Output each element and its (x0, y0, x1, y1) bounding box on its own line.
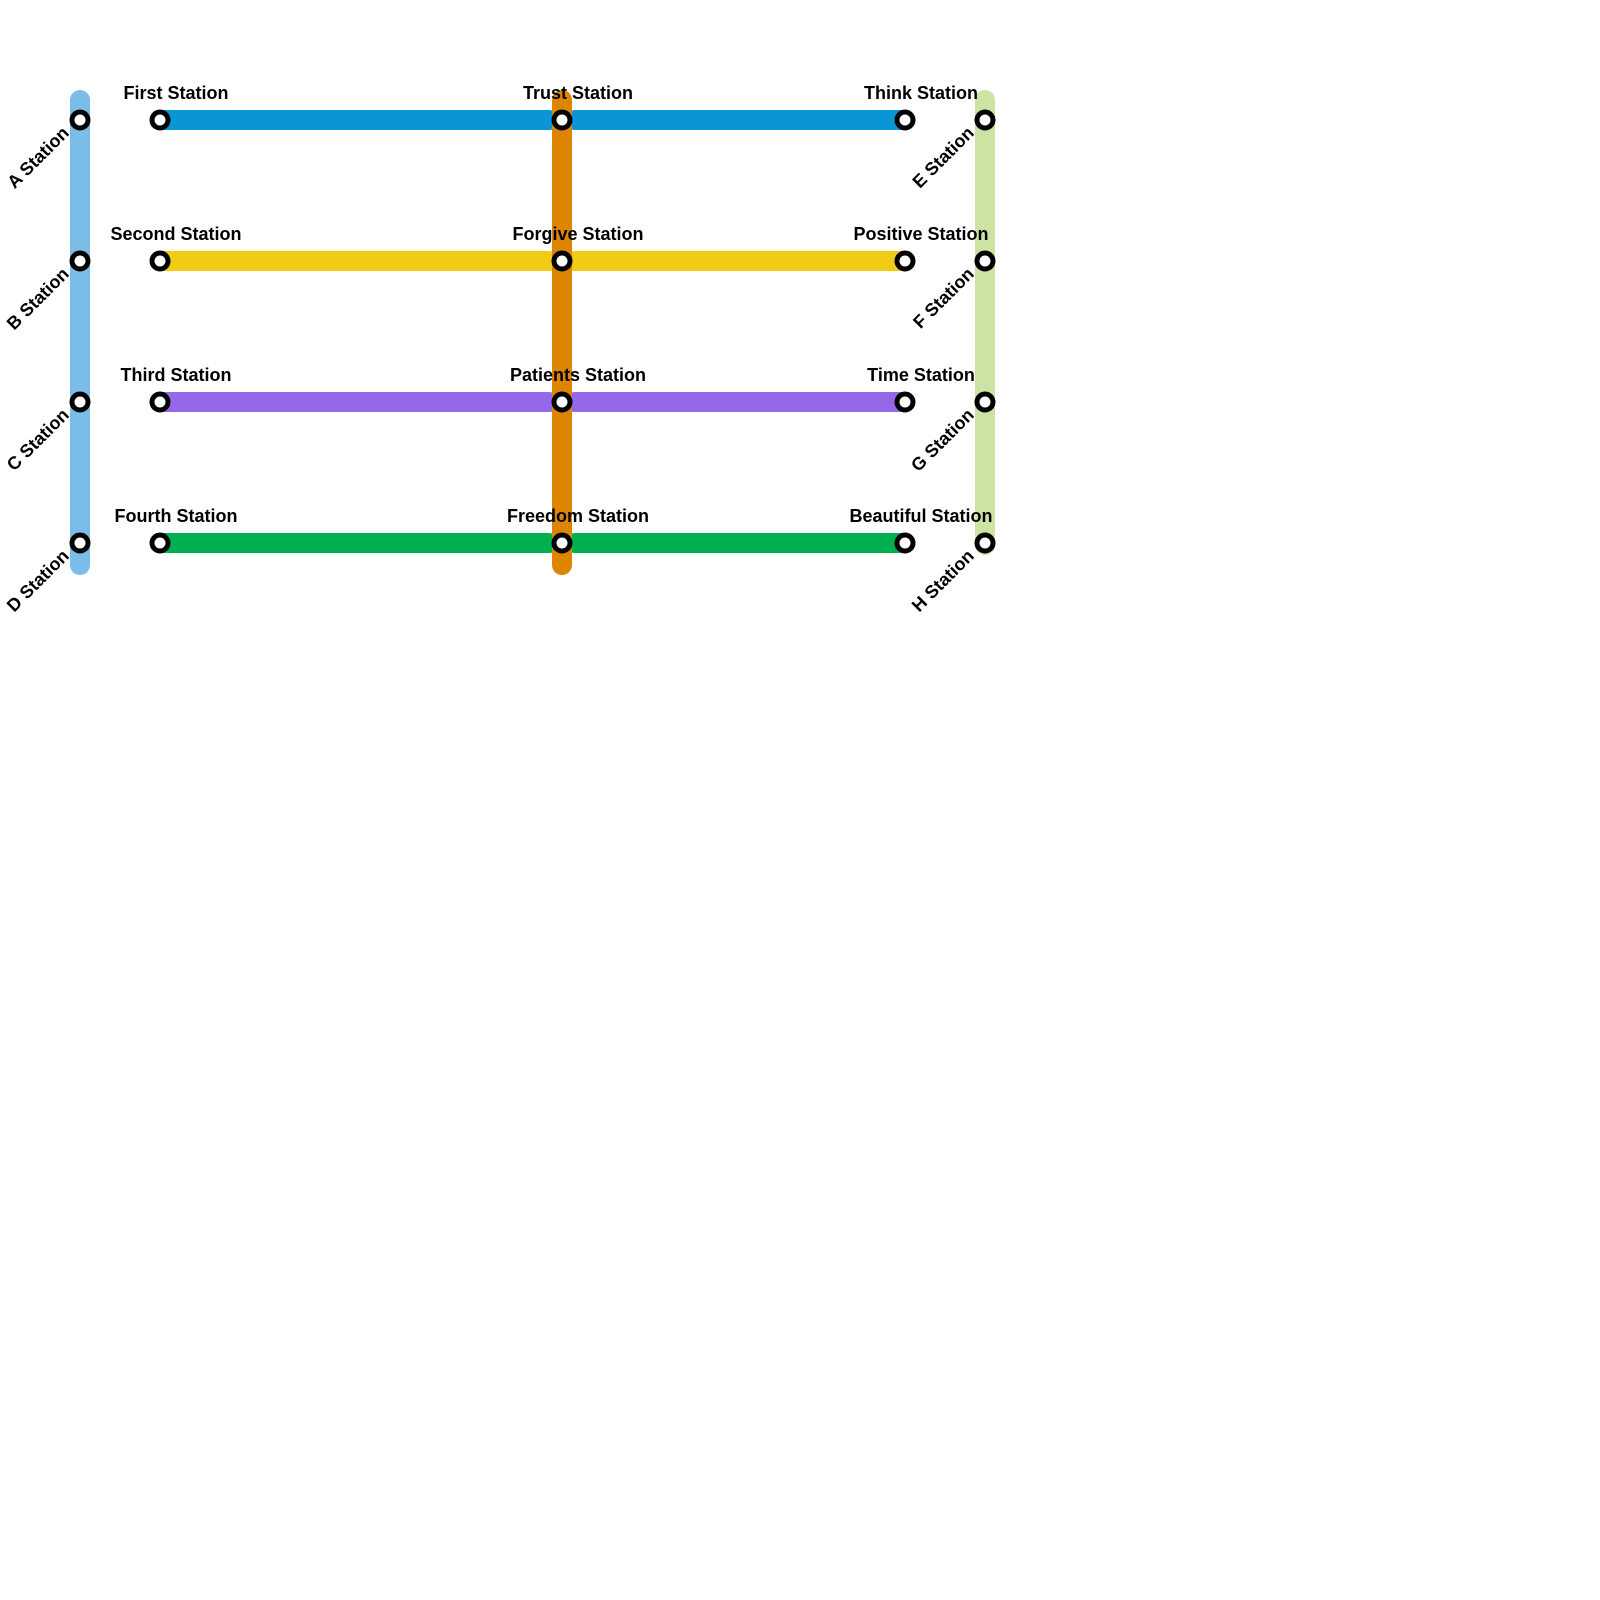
station-think-station[interactable] (894, 109, 916, 131)
station-patients-station[interactable] (551, 391, 573, 413)
station-forgive-station[interactable] (551, 250, 573, 272)
station-fourth-station[interactable] (149, 532, 171, 554)
label-beautiful-station: Beautiful Station (850, 506, 993, 526)
label-a-station: A Station (3, 123, 73, 193)
label-second-station: Second Station (110, 224, 241, 244)
label-positive-station: Positive Station (853, 224, 988, 244)
station-markers (69, 109, 996, 554)
label-trust-station: Trust Station (523, 83, 633, 103)
station-a-station[interactable] (69, 109, 91, 131)
label-d-station: D Station (3, 546, 73, 616)
station-d-station[interactable] (69, 532, 91, 554)
station-h-station[interactable] (974, 532, 996, 554)
station-e-station[interactable] (974, 109, 996, 131)
route-lines (70, 90, 995, 575)
label-time-station: Time Station (867, 365, 975, 385)
label-first-station: First Station (123, 83, 228, 103)
label-think-station: Think Station (864, 83, 978, 103)
station-time-station[interactable] (894, 391, 916, 413)
station-freedom-station[interactable] (551, 532, 573, 554)
station-c-station[interactable] (69, 391, 91, 413)
label-freedom-station: Freedom Station (507, 506, 649, 526)
label-forgive-station: Forgive Station (512, 224, 643, 244)
station-g-station[interactable] (974, 391, 996, 413)
station-third-station[interactable] (149, 391, 171, 413)
station-trust-station[interactable] (551, 109, 573, 131)
station-second-station[interactable] (149, 250, 171, 272)
label-e-station: E Station (909, 123, 978, 192)
station-positive-station[interactable] (894, 250, 916, 272)
station-first-station[interactable] (149, 109, 171, 131)
label-g-station: G Station (907, 405, 978, 476)
station-f-station[interactable] (974, 250, 996, 272)
label-f-station: F Station (909, 264, 978, 333)
label-third-station: Third Station (121, 365, 232, 385)
label-fourth-station: Fourth Station (115, 506, 238, 526)
label-h-station: H Station (908, 546, 978, 616)
station-b-station[interactable] (69, 250, 91, 272)
station-beautiful-station[interactable] (894, 532, 916, 554)
label-b-station: B Station (3, 264, 73, 334)
label-patients-station: Patients Station (510, 365, 646, 385)
label-c-station: C Station (3, 405, 73, 475)
